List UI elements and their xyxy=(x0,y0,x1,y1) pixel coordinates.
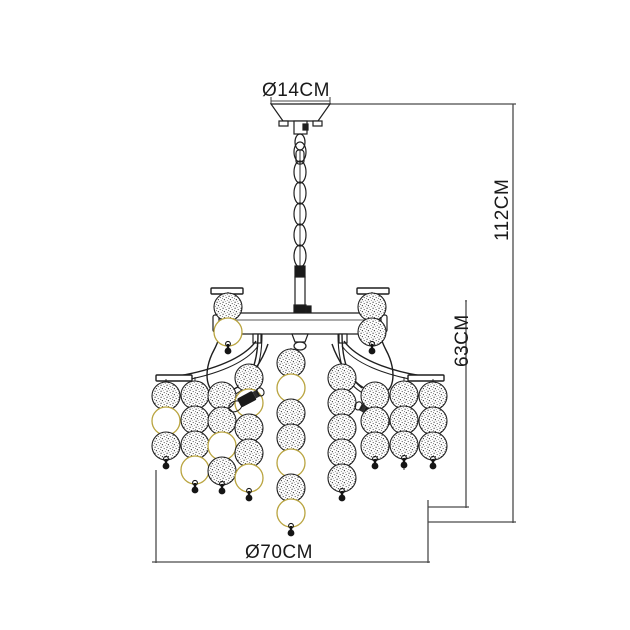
chain-link xyxy=(293,160,307,184)
canopy-diameter-label: Ø14CM xyxy=(262,80,330,101)
chain-terminal xyxy=(294,265,306,278)
bead-strand-right-2 xyxy=(389,377,419,470)
chain-link xyxy=(293,181,307,205)
canopy-foot-right xyxy=(312,120,323,127)
suspension-chain xyxy=(293,141,307,278)
center-finial-ring xyxy=(293,341,307,351)
bead-strand-upper-left xyxy=(213,292,243,355)
canopy-body xyxy=(269,103,332,122)
lower-arm-far-right xyxy=(343,340,445,380)
chain-link xyxy=(293,202,307,226)
chain-link xyxy=(293,223,307,247)
hub-drop-left xyxy=(252,333,262,344)
bead-strand-left-4 xyxy=(234,363,264,502)
lower-bracket-left xyxy=(155,374,193,382)
canopy-stem-detail xyxy=(302,123,309,131)
bead-strand-left-3 xyxy=(207,381,237,495)
overall-height-label: 112CM xyxy=(492,178,513,241)
bead-strand-right-3 xyxy=(360,381,390,470)
bead-strand-right-4 xyxy=(327,363,357,502)
bead-strand-far-left xyxy=(151,379,181,470)
rod-collar-detail xyxy=(305,305,312,314)
dimension-lines xyxy=(152,97,516,563)
center-finial-cup xyxy=(291,333,309,343)
chain-link xyxy=(293,141,307,163)
bead-strand-left-2 xyxy=(180,377,210,494)
lower-bracket-right xyxy=(407,374,445,382)
fixture-diameter-label: Ø70CM xyxy=(245,542,313,563)
bead-strand-far-right xyxy=(418,379,448,470)
ceiling-canopy xyxy=(269,103,332,165)
fixture-height-label: 63CM xyxy=(452,314,473,367)
hub-drop-right xyxy=(338,333,348,344)
canopy-foot-left xyxy=(278,120,289,127)
bead-strand-upper-right xyxy=(357,292,387,355)
bead-strand-center xyxy=(276,348,306,537)
